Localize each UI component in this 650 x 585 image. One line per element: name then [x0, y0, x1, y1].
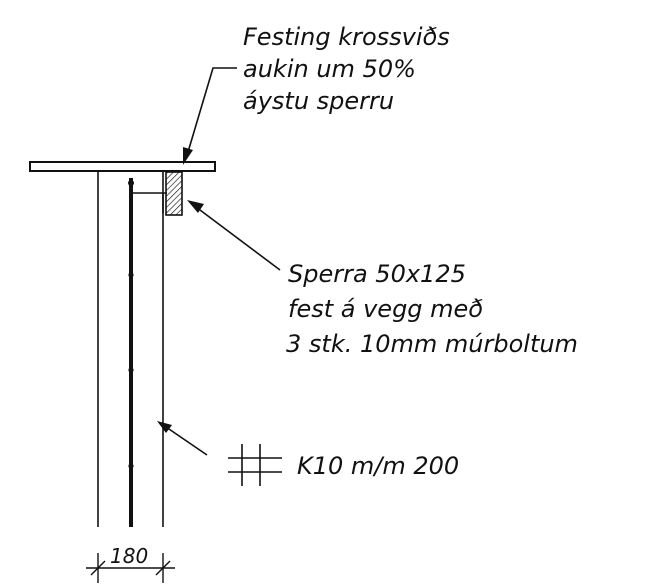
wall-body: [97, 171, 164, 527]
rafter-note: Sperra 50x125 fest á vegg með 3 stk. 10m…: [286, 260, 578, 358]
rafter-note-line-2: fest á vegg með: [288, 295, 483, 323]
rafter-note-line-3: 3 stk. 10mm múrboltum: [286, 330, 578, 358]
dimension-line: [86, 553, 175, 583]
leader-rebar-note: [157, 421, 208, 456]
top-note: Festing krossviðs aukin um 50% áystu spe…: [243, 23, 450, 115]
dimension-label: 180: [110, 544, 148, 568]
roof-plywood-sheet: [29, 161, 216, 172]
leader-top-note: [183, 67, 237, 165]
rebar-note-label: K10 m/m 200: [297, 452, 459, 480]
bolt-connection: [133, 192, 167, 213]
rebar-mesh-icon: [228, 444, 282, 486]
top-note-line-3: áystu sperru: [243, 87, 394, 115]
rafter-note-line-1: Sperra 50x125: [288, 260, 466, 288]
rafter-50x125: [165, 171, 183, 216]
leader-rafter-note: [187, 200, 281, 271]
rebar-dots: [128, 180, 134, 469]
top-note-line-1: Festing krossviðs: [243, 23, 450, 51]
top-note-line-2: aukin um 50%: [243, 55, 416, 83]
